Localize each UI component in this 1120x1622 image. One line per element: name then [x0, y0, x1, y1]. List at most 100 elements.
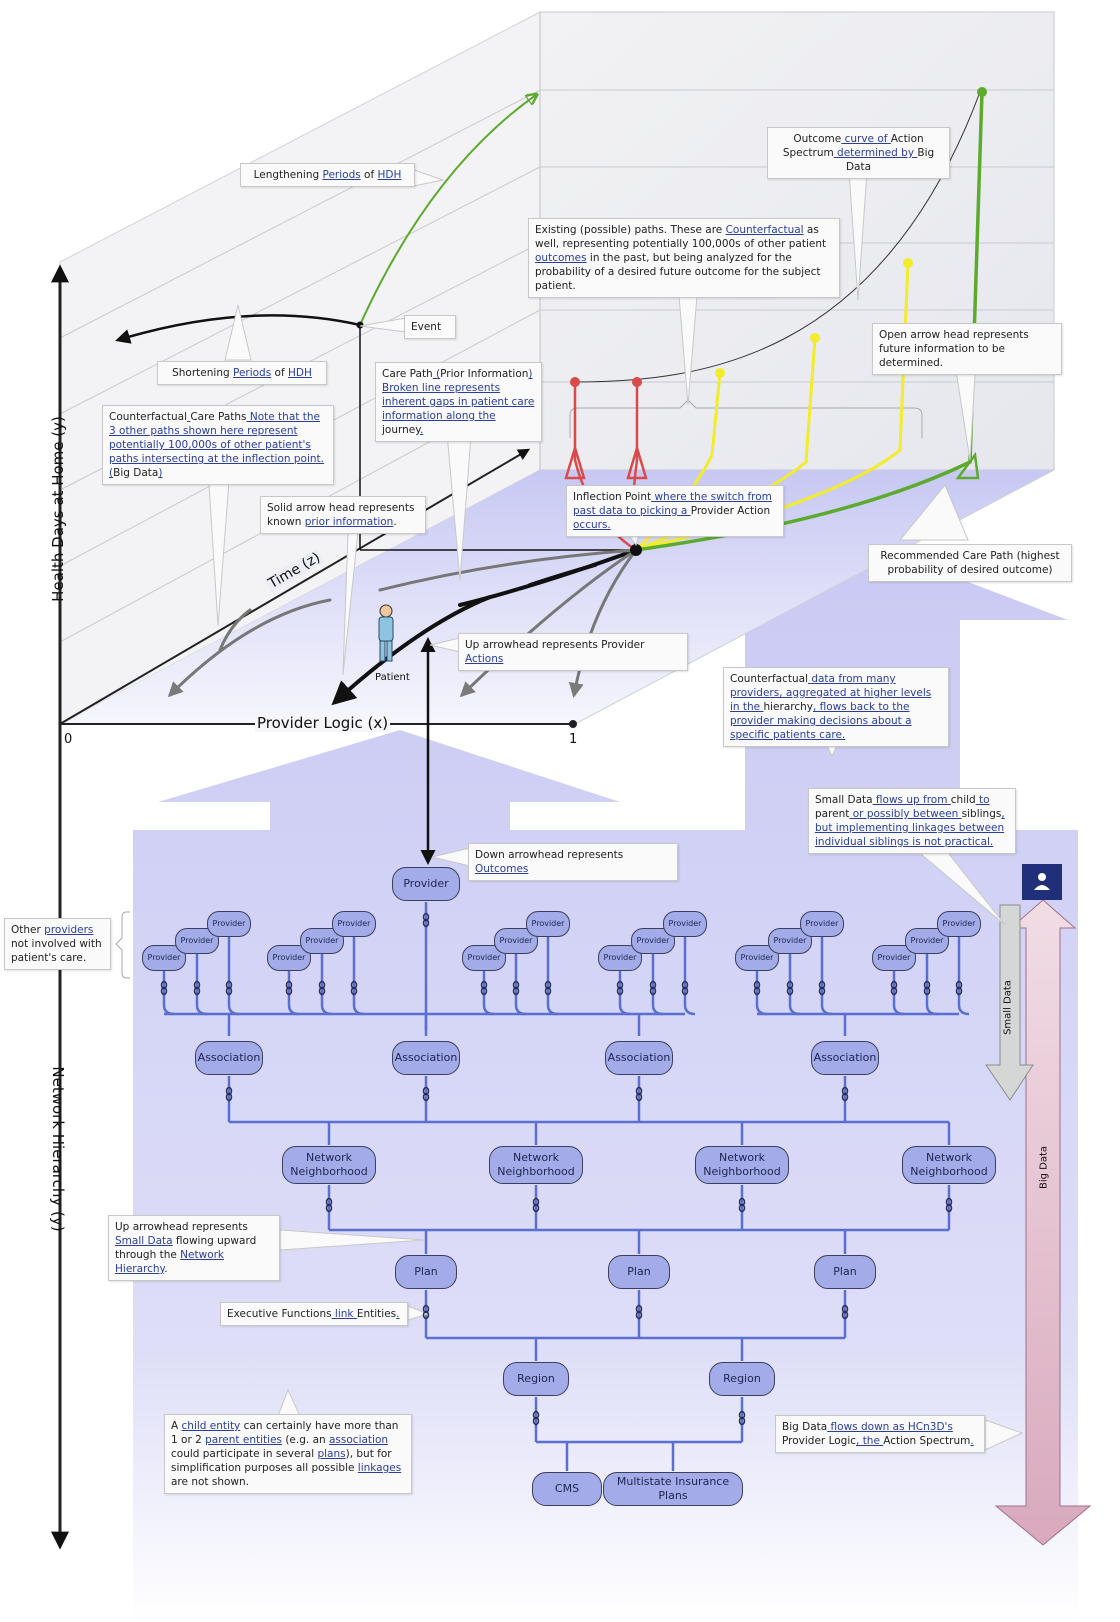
- note-text: Lengthening: [253, 169, 323, 181]
- association-node[interactable]: Association: [605, 1041, 673, 1075]
- note-text: Shortening: [172, 367, 233, 379]
- note-text: parent: [815, 808, 850, 820]
- note-link[interactable]: providers: [44, 924, 94, 936]
- red-dot-1: [570, 377, 580, 387]
- link-chain-icon: [193, 980, 201, 996]
- note-text: Provider Action: [690, 505, 771, 517]
- association-node[interactable]: Association: [392, 1041, 460, 1075]
- note-link[interactable]: flows down as HCn3D's: [827, 1421, 953, 1433]
- small-provider-node[interactable]: Provider: [207, 911, 251, 937]
- note-link[interactable]: to: [975, 794, 990, 806]
- note-child-entity: A child entity can certainly have more t…: [164, 1414, 412, 1494]
- note-link[interactable]: parent entities: [205, 1434, 282, 1446]
- small-provider-node[interactable]: Provider: [663, 911, 707, 937]
- patient-label: Patient: [375, 672, 410, 683]
- note-text: of: [271, 367, 288, 379]
- note-link[interactable]: .: [419, 424, 424, 436]
- note-text: Recommended Care Path (highest probabili…: [880, 550, 1060, 576]
- note-link[interactable]: curve of: [841, 133, 891, 145]
- x-axis-label: Provider Logic (x): [255, 714, 391, 732]
- network-neighborhood-node[interactable]: Network Neighborhood: [695, 1146, 789, 1184]
- note-text: Event: [411, 321, 442, 333]
- note-link[interactable]: .: [396, 1308, 400, 1320]
- note-care-path: Care Path (Prior Information) Broken lin…: [375, 362, 542, 442]
- note-inflection: Inflection Point where the switch from p…: [566, 485, 784, 537]
- note-link[interactable]: Small Data: [115, 1235, 173, 1247]
- note-link[interactable]: Counterfactual: [725, 224, 804, 236]
- plan-node[interactable]: Plan: [608, 1255, 670, 1289]
- note-link[interactable]: Actions: [465, 653, 504, 665]
- red-dot-2: [632, 377, 642, 387]
- small-provider-node[interactable]: Provider: [937, 911, 981, 937]
- small-provider-node[interactable]: Provider: [332, 911, 376, 937]
- note-link[interactable]: outcomes: [535, 252, 587, 264]
- multistate-insurance-plans-node[interactable]: Multistate Insurance Plans: [603, 1472, 743, 1506]
- link-chain-icon: [753, 980, 761, 996]
- region-node[interactable]: Region: [503, 1362, 569, 1396]
- note-executive: Executive Functions link Entities.: [220, 1302, 408, 1326]
- note-link[interactable]: , but implementing linkages between indi…: [815, 808, 1005, 848]
- note-text: in the past, but being analyzed for the …: [535, 252, 821, 292]
- note-link[interactable]: data from many providers, aggregated at …: [730, 673, 932, 713]
- note-link[interactable]: linkages: [357, 1462, 402, 1474]
- small-provider-node[interactable]: Provider: [175, 928, 219, 954]
- small-provider-node[interactable]: Provider: [598, 945, 642, 971]
- note-event: Event: [404, 315, 456, 339]
- note-link[interactable]: .: [970, 1435, 974, 1447]
- note-counterfactual-data: Counterfactual data from many providers,…: [723, 667, 949, 747]
- network-neighborhood-node[interactable]: Network Neighborhood: [489, 1146, 583, 1184]
- note-link[interactable]: plans: [317, 1448, 346, 1460]
- note-link[interactable]: , the: [856, 1435, 884, 1447]
- note-link[interactable]: link: [331, 1308, 357, 1320]
- note-text: Action Spectrum: [883, 1435, 971, 1447]
- note-link[interactable]: prior information: [304, 516, 394, 528]
- note-text: .: [393, 516, 397, 528]
- note-text: siblings: [961, 808, 1002, 820]
- note-text: Action Spectrum: [782, 133, 924, 159]
- note-text: Small Data: [815, 794, 873, 806]
- small-provider-node[interactable]: Provider: [800, 911, 844, 937]
- plan-node[interactable]: Plan: [814, 1255, 876, 1289]
- provider-node[interactable]: Provider: [392, 867, 460, 901]
- note-link[interactable]: determined by: [833, 147, 918, 159]
- link-chain-icon: [160, 980, 168, 996]
- note-link[interactable]: (: [432, 368, 441, 380]
- note-text: .: [164, 1263, 168, 1275]
- network-neighborhood-node[interactable]: Network Neighborhood: [282, 1146, 376, 1184]
- link-chain-icon: [635, 1086, 643, 1102]
- note-link[interactable]: HDH: [377, 169, 402, 181]
- note-text: journey: [382, 424, 420, 436]
- link-chain-icon: [923, 980, 931, 996]
- association-node[interactable]: Association: [811, 1041, 879, 1075]
- note-link[interactable]: Periods: [232, 367, 272, 379]
- association-node[interactable]: Association: [195, 1041, 263, 1075]
- note-link[interactable]: Note that the 3 other paths shown here r…: [109, 411, 324, 479]
- note-link[interactable]: HDH: [288, 367, 312, 379]
- note-link[interactable]: , flows back to the provider making deci…: [730, 701, 912, 741]
- note-link[interactable]: association: [329, 1434, 389, 1446]
- yellow-dot-1: [715, 368, 725, 378]
- note-link[interactable]: ): [158, 467, 163, 479]
- plan-node[interactable]: Plan: [395, 1255, 457, 1289]
- note-link[interactable]: Network Hierarchy: [115, 1249, 225, 1275]
- note-up-small-data: Up arrowhead represents Small Data flowi…: [108, 1215, 280, 1281]
- green-arrowhead: [955, 451, 980, 480]
- note-link[interactable]: ) Broken line represents inherent gaps i…: [382, 368, 535, 422]
- note-link[interactable]: child entity: [181, 1420, 241, 1432]
- cms-node[interactable]: CMS: [532, 1472, 602, 1506]
- link-chain-icon: [512, 980, 520, 996]
- small-provider-node[interactable]: Provider: [526, 911, 570, 937]
- note-link[interactable]: Periods: [322, 169, 361, 181]
- note-link[interactable]: occurs.: [573, 519, 611, 531]
- care-path-lines: [167, 548, 638, 706]
- note-link[interactable]: Outcomes: [475, 863, 529, 875]
- note-link[interactable]: or possibly between: [849, 808, 962, 820]
- link-chain-icon: [422, 912, 430, 928]
- note-link[interactable]: where the switch from past data to picki…: [573, 491, 772, 517]
- small-provider-node[interactable]: Provider: [872, 945, 916, 971]
- note-link[interactable]: flows up from: [872, 794, 951, 806]
- person-icon[interactable]: [1022, 864, 1062, 900]
- note-text: Big Data: [845, 147, 935, 173]
- network-neighborhood-node[interactable]: Network Neighborhood: [902, 1146, 996, 1184]
- region-node[interactable]: Region: [709, 1362, 775, 1396]
